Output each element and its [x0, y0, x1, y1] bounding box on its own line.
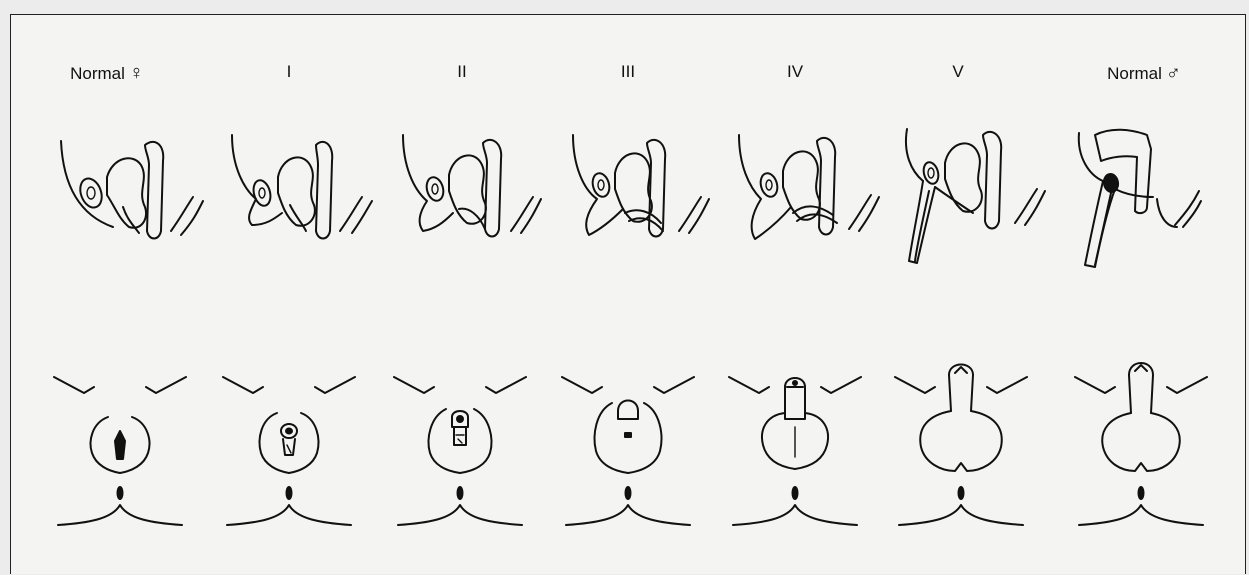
sagittal-stage-3 — [573, 135, 709, 237]
anatomy-drawings — [11, 15, 1247, 575]
sagittal-normal-female — [61, 141, 203, 239]
external-stage-4 — [729, 377, 861, 525]
sagittal-stage-1 — [232, 135, 372, 239]
external-normal-male — [1075, 363, 1207, 525]
prader-stages-figure: Normal♀ I II III IV V Normal♂ — [10, 14, 1246, 574]
external-stage-1 — [223, 377, 355, 525]
sagittal-stage-2 — [403, 135, 541, 237]
external-normal-female — [54, 377, 186, 525]
sagittal-stage-5 — [906, 129, 1045, 263]
external-stage-2 — [394, 377, 526, 525]
sagittal-stage-4 — [739, 135, 879, 239]
sagittal-normal-male — [1079, 130, 1201, 267]
external-stage-3 — [562, 377, 694, 525]
external-stage-5 — [895, 365, 1027, 526]
